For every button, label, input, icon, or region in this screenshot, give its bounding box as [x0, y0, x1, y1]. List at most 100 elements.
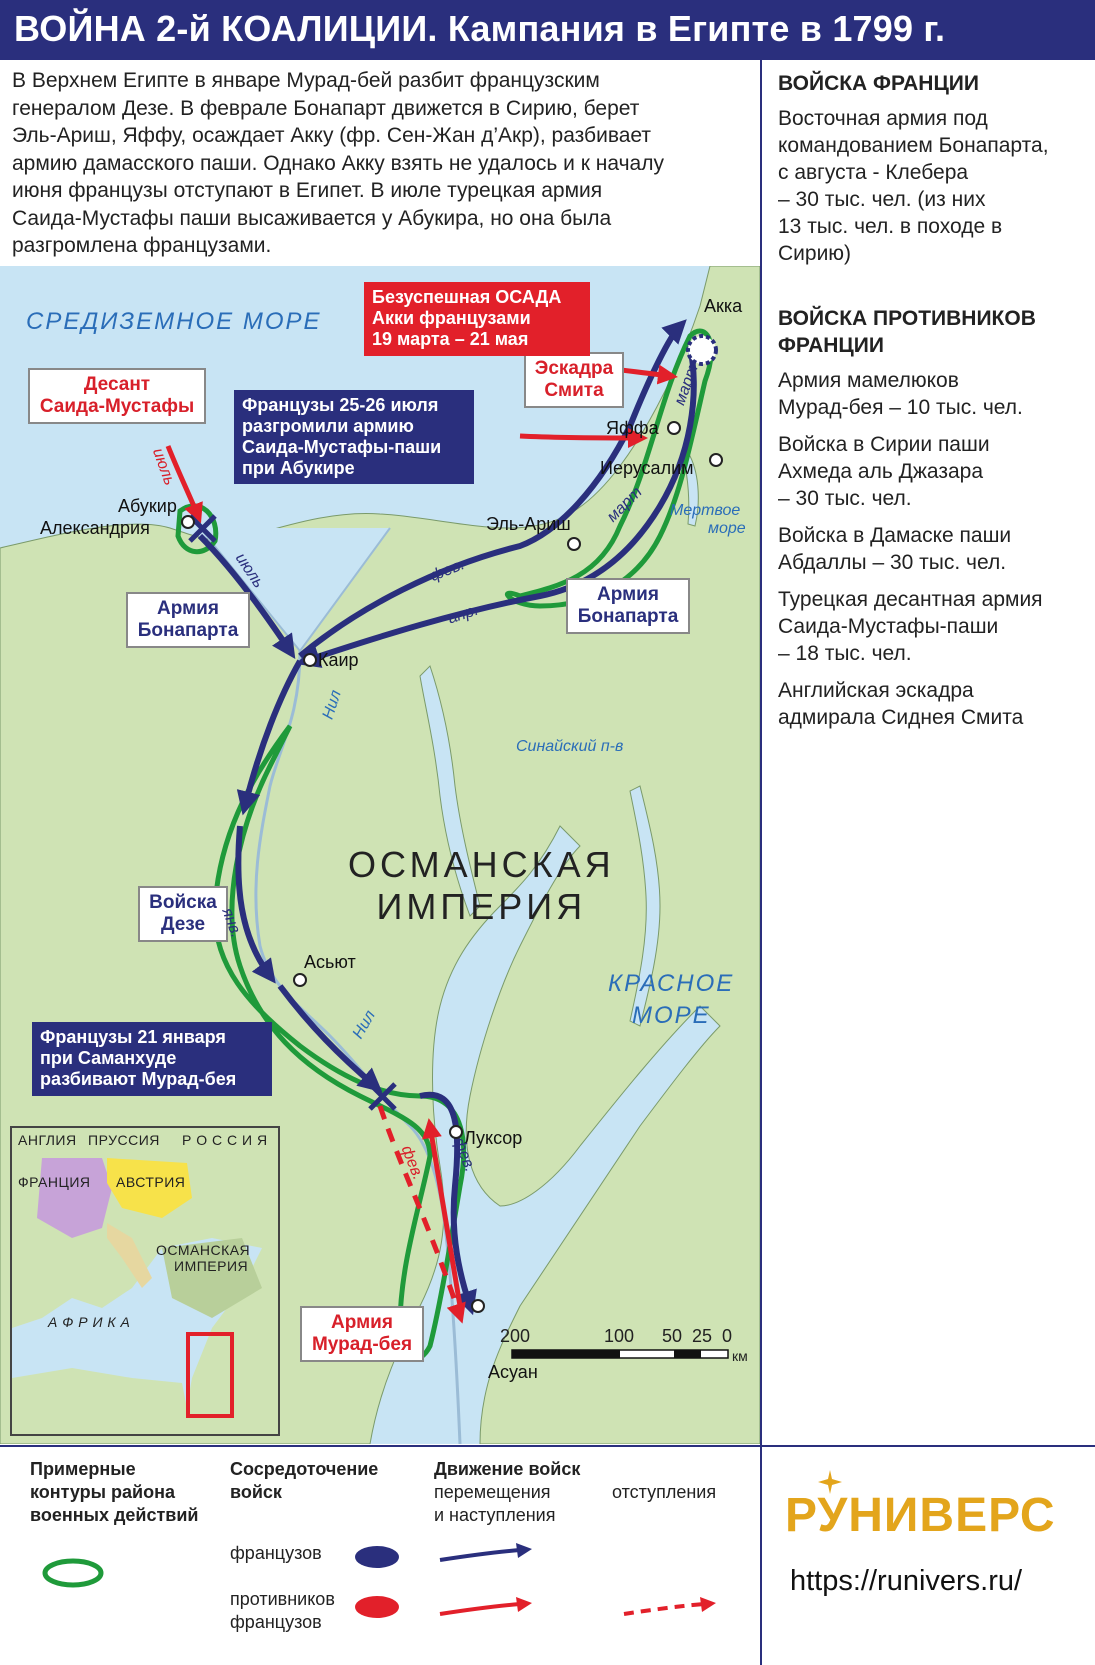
scale-tick: 200	[500, 1326, 531, 1346]
city-jerusalem: Иерусалим	[600, 458, 694, 478]
legend-heading-line: Примерные	[30, 1459, 136, 1479]
box-line: Бонапарта	[137, 620, 239, 641]
enemy-line: – 30 тыс. чел.	[778, 487, 912, 510]
inset-label: ИМПЕРИЯ	[174, 1258, 249, 1274]
route-arrow	[295, 345, 697, 668]
france-line: командованием Бонапарта,	[778, 134, 1049, 157]
scale-tick: 50	[662, 1326, 683, 1346]
enemy-forces: ВОЙСКА ПРОТИВНИКОВ ФРАНЦИИ Армия мамелюк…	[778, 305, 1083, 741]
callout-line: разбивают Мурад-бея	[40, 1069, 237, 1089]
scale-unit: км	[732, 1348, 748, 1364]
enemies-heading-line: ВОЙСКА ПРОТИВНИКОВ	[778, 307, 1036, 330]
legend-french-label: французов	[230, 1543, 322, 1563]
abukir-callout: Французы 25-26 июля разгромили армию Саи…	[234, 390, 474, 484]
empire-label-line: ОСМАНСКАЯ	[348, 844, 615, 885]
legend-line: противников	[230, 1589, 335, 1609]
enemy-line: Войска в Сирии паши	[778, 433, 990, 456]
callout-line: Безуспешная ОСАДА	[372, 287, 562, 307]
enemy-line: Турецкая десантная армия	[778, 588, 1043, 611]
enemy-entry: Войска в Дамаске паши Абдаллы – 30 тыс. …	[778, 522, 1083, 576]
legend-heading-line: контуры района	[30, 1482, 175, 1502]
inset-label: ФРАНЦИЯ	[18, 1174, 91, 1190]
france-line: – 30 тыс. чел. (из них	[778, 188, 986, 211]
sea-label-mediterranean: СРЕДИЗЕМНОЕ МОРЕ	[26, 308, 322, 335]
legend-concentration: Сосредоточение войск	[230, 1458, 378, 1504]
inset-africa	[12, 1368, 192, 1434]
city-akka: Акка	[704, 296, 743, 316]
intro-line: разгромлена французами.	[12, 234, 272, 257]
runivers-logo: РУНИВЕРС	[785, 1489, 1056, 1542]
route-arrow	[419, 1091, 477, 1316]
box-line: Войска	[149, 892, 217, 913]
callout-line: Французы 25-26 июля	[242, 395, 439, 415]
inset-italy	[107, 1223, 152, 1288]
legend-heading-line: войск	[230, 1482, 282, 1502]
enemy-entry: Турецкая десантная армия Саида-Мустафы-п…	[778, 586, 1083, 667]
murad-box: Армия Мурад-бея	[300, 1306, 424, 1362]
scale-tick: 100	[604, 1326, 635, 1346]
city-alexandria: Александрия	[40, 518, 150, 538]
box-line: Саида-Мустафы	[39, 396, 195, 417]
legend-enemy-advance-arrow-icon	[439, 1597, 532, 1616]
bonaparte-box: Армия Бонапарта	[566, 578, 690, 634]
callout-line: при Абукире	[242, 458, 355, 478]
city-dot	[471, 1299, 485, 1313]
city-dot	[567, 537, 581, 551]
city-dot	[181, 515, 195, 529]
box-line: Армия	[597, 584, 659, 605]
city-asyut: Асьют	[304, 952, 356, 972]
enemy-entry: Войска в Сирии паши Ахмеда аль Джазара –…	[778, 431, 1083, 512]
scale-bar-segment	[512, 1350, 620, 1358]
smith-arrow	[519, 427, 648, 448]
route-arrow	[235, 825, 276, 984]
intro-text: В Верхнем Египте в январе Мурад-бей разб…	[12, 67, 752, 260]
enemy-line: Ахмеда аль Джазара	[778, 460, 984, 483]
callout-line: при Саманхуде	[40, 1048, 177, 1068]
city-dot	[303, 653, 317, 667]
gulf-suez	[419, 665, 481, 917]
inset-graphic	[12, 1128, 278, 1434]
page-title: ВОЙНА 2-й КОАЛИЦИИ. Кампания в Египте в …	[14, 8, 946, 49]
city-dot	[667, 421, 681, 435]
intro-line: армию дамасского паши. Однако Акку взять…	[12, 151, 664, 175]
box-line: Армия	[157, 598, 219, 619]
legend-heading-line: военных действий	[30, 1505, 199, 1525]
enemy-line: Абдаллы – 30 тыс. чел.	[778, 551, 1007, 574]
enemy-entry: Армия мамелюков Мурад-бея – 10 тыс. чел.	[778, 367, 1083, 421]
siege-callout: Безуспешная ОСАДА Акки французами 19 мар…	[364, 282, 590, 356]
france-line: с августа - Клебера	[778, 161, 969, 184]
siege-marker-icon	[686, 334, 718, 366]
inset-map: АНГЛИЯ ПРУССИЯ Р О С С И Я ФРАНЦИЯ АВСТР…	[10, 1126, 280, 1436]
smith-box: Эскадра Смита	[524, 352, 624, 408]
scale-tick: 0	[722, 1326, 733, 1346]
legend-french-swatch	[355, 1546, 399, 1568]
box-line: Десант	[83, 374, 151, 395]
legend-line: перемещения	[434, 1482, 551, 1502]
city-dot	[293, 973, 307, 987]
legend-line: французов	[230, 1612, 322, 1632]
inset-label: А Ф Р И К А	[48, 1314, 131, 1330]
city-aswan: Асуан	[488, 1362, 538, 1382]
divider-vertical	[760, 60, 762, 1665]
box-line: Армия	[331, 1312, 393, 1333]
legend-enemies-swatch	[355, 1596, 399, 1618]
enemy-entry: Английская эскадра адмирала Сиднея Смита	[778, 677, 1083, 731]
enemy-line: Английская эскадра	[778, 679, 974, 702]
site-url[interactable]: https://runivers.ru/	[790, 1565, 1023, 1597]
inset-france	[37, 1158, 112, 1238]
inset-label: Р О С С И Я	[182, 1132, 268, 1148]
divider-horizontal	[0, 1445, 1095, 1447]
city-cairo: Каир	[318, 650, 359, 670]
callout-line: Акки французами	[372, 308, 531, 328]
inset-label: АВСТРИЯ	[116, 1174, 186, 1190]
enemies-heading: ВОЙСКА ПРОТИВНИКОВ ФРАНЦИИ	[778, 305, 1083, 359]
landing-box: Десант Саида-Мустафы	[28, 368, 206, 424]
logo-star-icon	[818, 1470, 842, 1494]
inset-label: АНГЛИЯ	[18, 1132, 77, 1148]
inset-austria	[107, 1158, 192, 1218]
area-outline	[212, 724, 467, 1362]
enemy-line: – 18 тыс. чел.	[778, 642, 912, 665]
callout-line: разгромили армию	[242, 416, 414, 436]
enemy-line: Саида-Мустафы-паши	[778, 615, 999, 638]
